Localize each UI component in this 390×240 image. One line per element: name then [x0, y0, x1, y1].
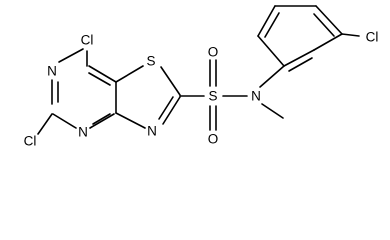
atom-cl-bottom: Cl [24, 134, 37, 149]
atom-s-sulfonyl: S [208, 89, 217, 104]
atom-n-amide: N [251, 89, 261, 104]
atom-n-pyrimidine-left: N [47, 64, 57, 79]
n-methyl-group [261, 103, 284, 119]
atom-n-pyrimidine-bottom: N [78, 125, 88, 140]
chlorophenyl-ring [257, 5, 360, 88]
thiazole-ring [115, 65, 181, 129]
atom-o-bottom: O [208, 132, 219, 147]
chemical-structure-diagram: Cl N Cl N S N S O O N Cl [24, 5, 379, 149]
pyrimidine-ring [51, 48, 117, 129]
atom-o-top: O [208, 45, 219, 60]
bond-c5-cl [37, 113, 53, 135]
atom-n-thiazole: N [147, 124, 157, 139]
atom-s-thiazole: S [146, 54, 155, 69]
atom-cl-phenyl: Cl [366, 30, 379, 45]
atom-cl-top: Cl [81, 33, 94, 48]
sulfonyl-group [179, 59, 248, 131]
